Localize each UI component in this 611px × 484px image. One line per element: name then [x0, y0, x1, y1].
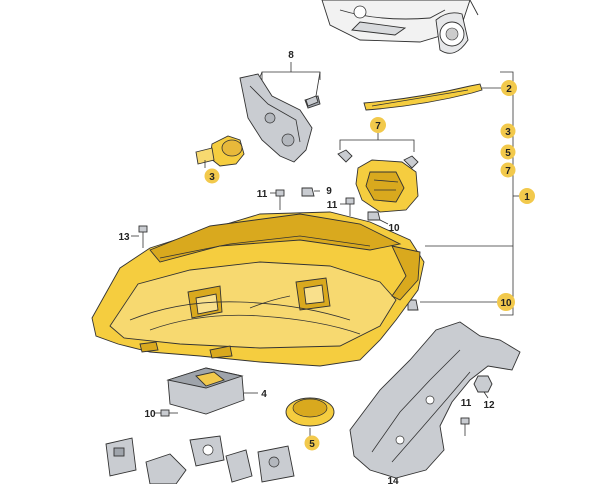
callout-2: 2 — [482, 80, 517, 96]
callout-7-list-label: 7 — [505, 166, 511, 177]
callout-13: 13 — [118, 232, 139, 243]
callout-11-b: 11 — [327, 200, 346, 211]
bulb-part: 3 — [195, 135, 245, 184]
callout-12-label: 12 — [483, 400, 495, 411]
callout-10-badge-label: 10 — [500, 298, 512, 309]
callout-7-list: 7 — [500, 162, 516, 178]
callout-11-c-label: 11 — [461, 398, 472, 409]
callout-10-b-label: 10 — [388, 223, 400, 234]
callout-10-a-label: 9 — [326, 186, 332, 197]
callout-8-label: 8 — [288, 50, 294, 61]
callout-4-label: 4 — [261, 389, 267, 400]
connector-parts — [105, 435, 295, 484]
headlight-housing-part — [91, 211, 425, 367]
led-module-part — [337, 149, 419, 213]
callout-10-b: 10 — [379, 219, 400, 234]
callout-12: 12 — [483, 391, 495, 411]
callout-14-label: 14 — [387, 476, 399, 484]
callout-5-list-label: 5 — [505, 148, 511, 159]
callout-7-label: 7 — [375, 121, 381, 132]
callout-13-label: 13 — [118, 232, 130, 243]
callout-11-b-label: 11 — [327, 200, 338, 211]
callout-11-c: 11 — [461, 398, 472, 409]
callout-1: 1 — [519, 188, 535, 204]
callout-3-list: 3 — [500, 123, 516, 139]
callout-3-list-label: 3 — [505, 127, 511, 138]
callout-5-label: 5 — [309, 439, 315, 450]
mounting-bracket-part — [349, 321, 521, 479]
callout-2-label: 2 — [506, 84, 512, 95]
group-bracket-1 — [500, 71, 520, 316]
fasteners — [138, 95, 493, 436]
control-unit-part — [166, 367, 245, 415]
callout-11-a-label: 11 — [257, 189, 268, 200]
callout-14: 14 — [387, 476, 399, 484]
callout-9-label: 10 — [144, 409, 156, 420]
callout-11-a: 11 — [257, 189, 276, 200]
callout-1-label: 1 — [524, 192, 530, 203]
cover-plate-part — [239, 73, 321, 163]
vehicle-front-illustration — [321, 0, 479, 54]
callout-7-group: 7 — [339, 117, 415, 152]
round-cap-part: 5 — [285, 397, 335, 451]
callout-10-badge: 10 — [420, 293, 515, 311]
callout-3-label: 3 — [209, 172, 215, 183]
callout-9: 10 — [144, 409, 161, 420]
callout-10-a: 9 — [314, 186, 332, 197]
callout-5-list: 5 — [500, 144, 516, 160]
seal-strip-part — [363, 83, 483, 111]
callout-4: 4 — [244, 389, 267, 400]
